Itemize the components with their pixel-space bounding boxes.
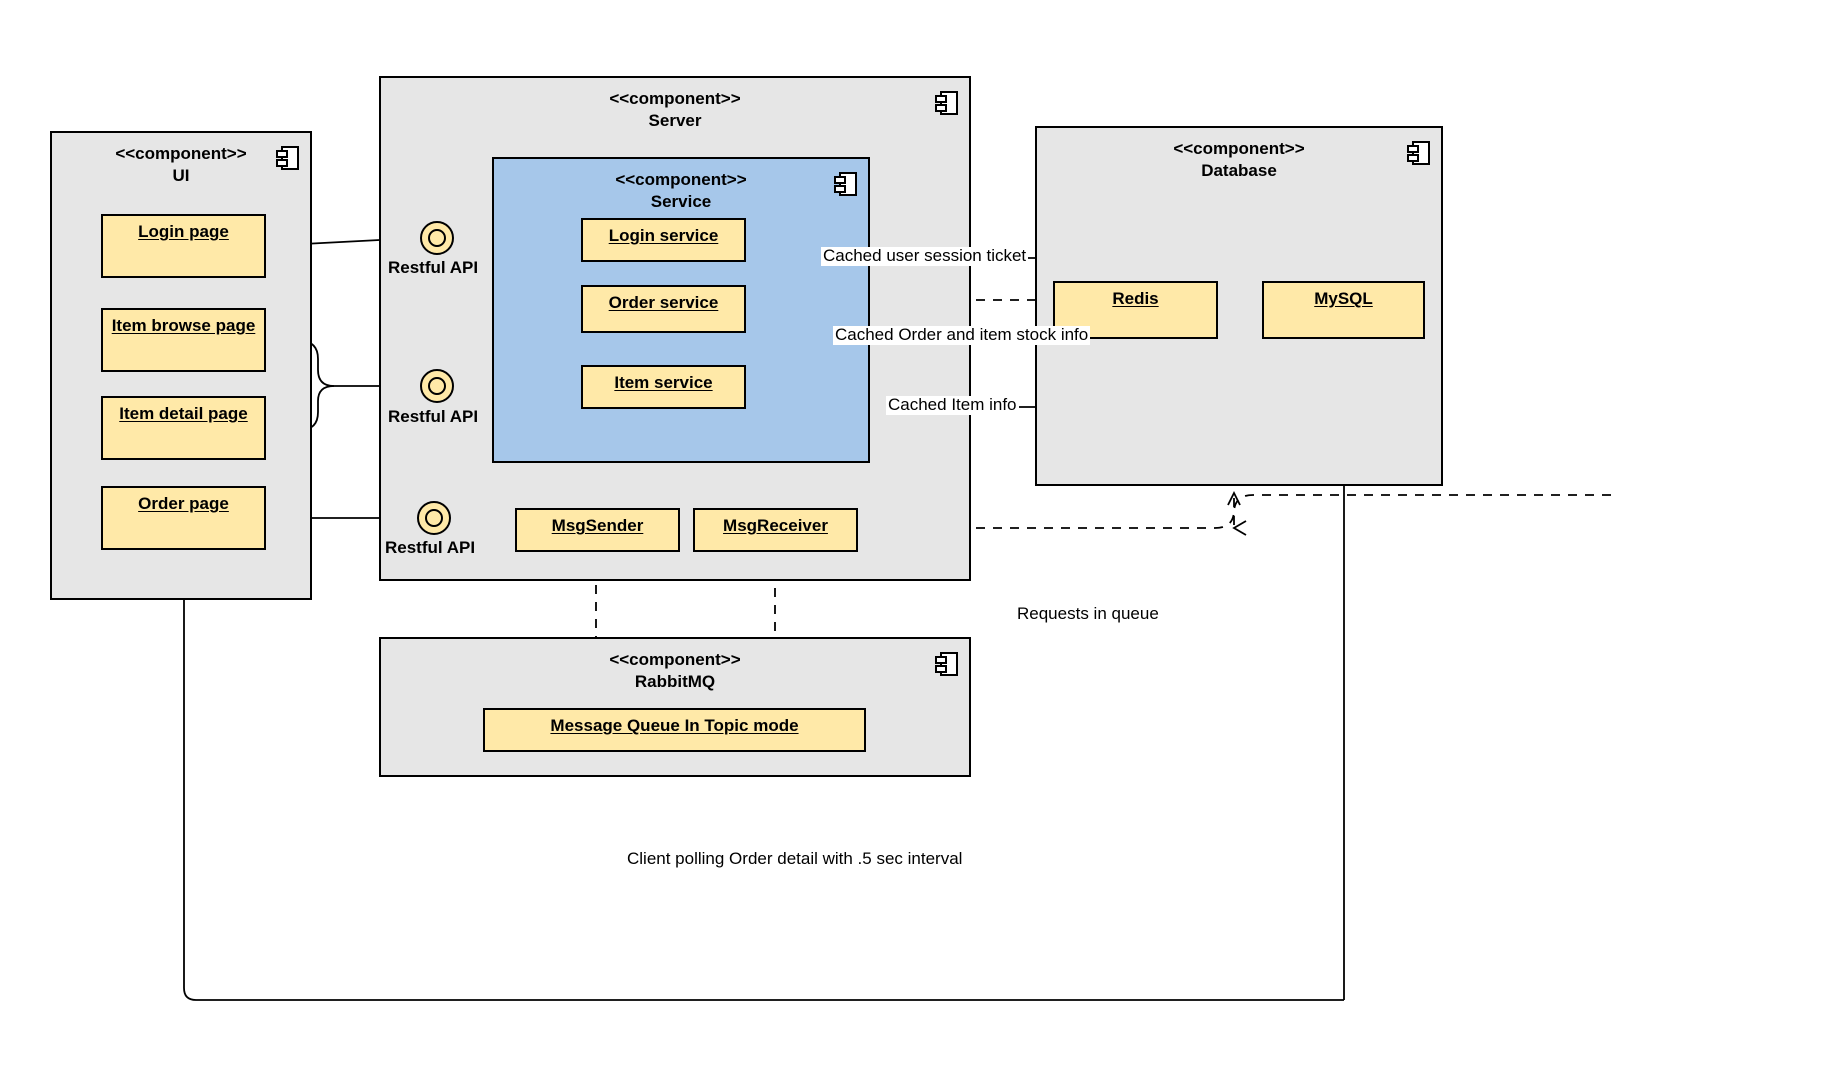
edge-label-requests-in-queue: Requests in queue	[1017, 604, 1159, 623]
component-icon	[935, 91, 958, 115]
node-order-service-label: Order service	[608, 293, 719, 312]
node-item-detail-page-label: Item detail page	[119, 404, 248, 423]
component-rabbitmq-header: <<component>> RabbitMQ	[381, 649, 969, 694]
node-order-page-label: Order page	[138, 494, 229, 513]
node-msgreceiver-label: MsgReceiver	[723, 516, 828, 535]
interface-restful-api-2-label: Restful API	[388, 407, 479, 426]
component-server-stereotype: <<component>>	[609, 89, 741, 108]
component-ui-header: <<component>> UI	[52, 143, 310, 188]
node-redis-label: Redis	[1112, 289, 1159, 308]
component-database-header: <<component>> Database	[1037, 138, 1441, 183]
component-rabbitmq: <<component>> RabbitMQ	[379, 637, 971, 777]
node-order-page[interactable]: Order page	[101, 486, 266, 550]
interface-restful-api-1[interactable]	[420, 221, 454, 255]
node-msgsender-label: MsgSender	[551, 516, 644, 535]
node-order-service[interactable]: Order service	[581, 285, 746, 333]
node-mysql[interactable]: MySQL	[1262, 281, 1425, 339]
edge-label-cached-item-info: Cached Item info	[886, 395, 1019, 415]
edge-label-cached-order-and-item-stock-info: Cached Order and item stock info	[833, 325, 1091, 345]
component-service-stereotype: <<component>>	[615, 170, 747, 189]
component-database-stereotype: <<component>>	[1173, 139, 1305, 158]
node-item-browse-page[interactable]: Item browse page	[101, 308, 266, 372]
interface-restful-api-3[interactable]	[417, 501, 451, 535]
interface-restful-api-1-label: Restful API	[388, 258, 479, 277]
node-item-service-label: Item service	[614, 373, 713, 392]
edge-label-cached-user-session-ticket: Cached user session ticket	[821, 246, 1029, 266]
node-item-detail-page[interactable]: Item detail page	[101, 396, 266, 460]
component-rabbitmq-stereotype: <<component>>	[609, 650, 741, 669]
component-server-header: <<component>> Server	[381, 88, 969, 133]
component-icon	[276, 146, 299, 170]
component-ui-name: UI	[172, 166, 190, 186]
component-service-name: Service	[650, 192, 712, 212]
component-database-name: Database	[1201, 161, 1277, 181]
interface-restful-api-2[interactable]	[420, 369, 454, 403]
node-login-page-label: Login page	[138, 222, 229, 241]
node-item-browse-page-label: Item browse page	[111, 316, 256, 335]
node-msgsender[interactable]: MsgSender	[515, 508, 680, 552]
node-login-page[interactable]: Login page	[101, 214, 266, 278]
component-ui-stereotype: <<component>>	[115, 144, 247, 163]
node-message-queue[interactable]: Message Queue In Topic mode	[483, 708, 866, 752]
interface-restful-api-3-label: Restful API	[385, 538, 476, 557]
component-icon	[1407, 141, 1430, 165]
component-icon	[834, 172, 857, 196]
edge-label-client-polling: Client polling Order detail with .5 sec …	[627, 849, 963, 868]
node-mysql-label: MySQL	[1314, 289, 1373, 308]
node-login-service[interactable]: Login service	[581, 218, 746, 262]
node-item-service[interactable]: Item service	[581, 365, 746, 409]
component-server-name: Server	[648, 111, 702, 131]
component-rabbitmq-name: RabbitMQ	[634, 672, 716, 692]
node-message-queue-label: Message Queue In Topic mode	[550, 716, 799, 735]
component-icon	[935, 652, 958, 676]
node-login-service-label: Login service	[608, 226, 719, 245]
node-msgreceiver[interactable]: MsgReceiver	[693, 508, 858, 552]
component-service-header: <<component>> Service	[494, 169, 868, 214]
